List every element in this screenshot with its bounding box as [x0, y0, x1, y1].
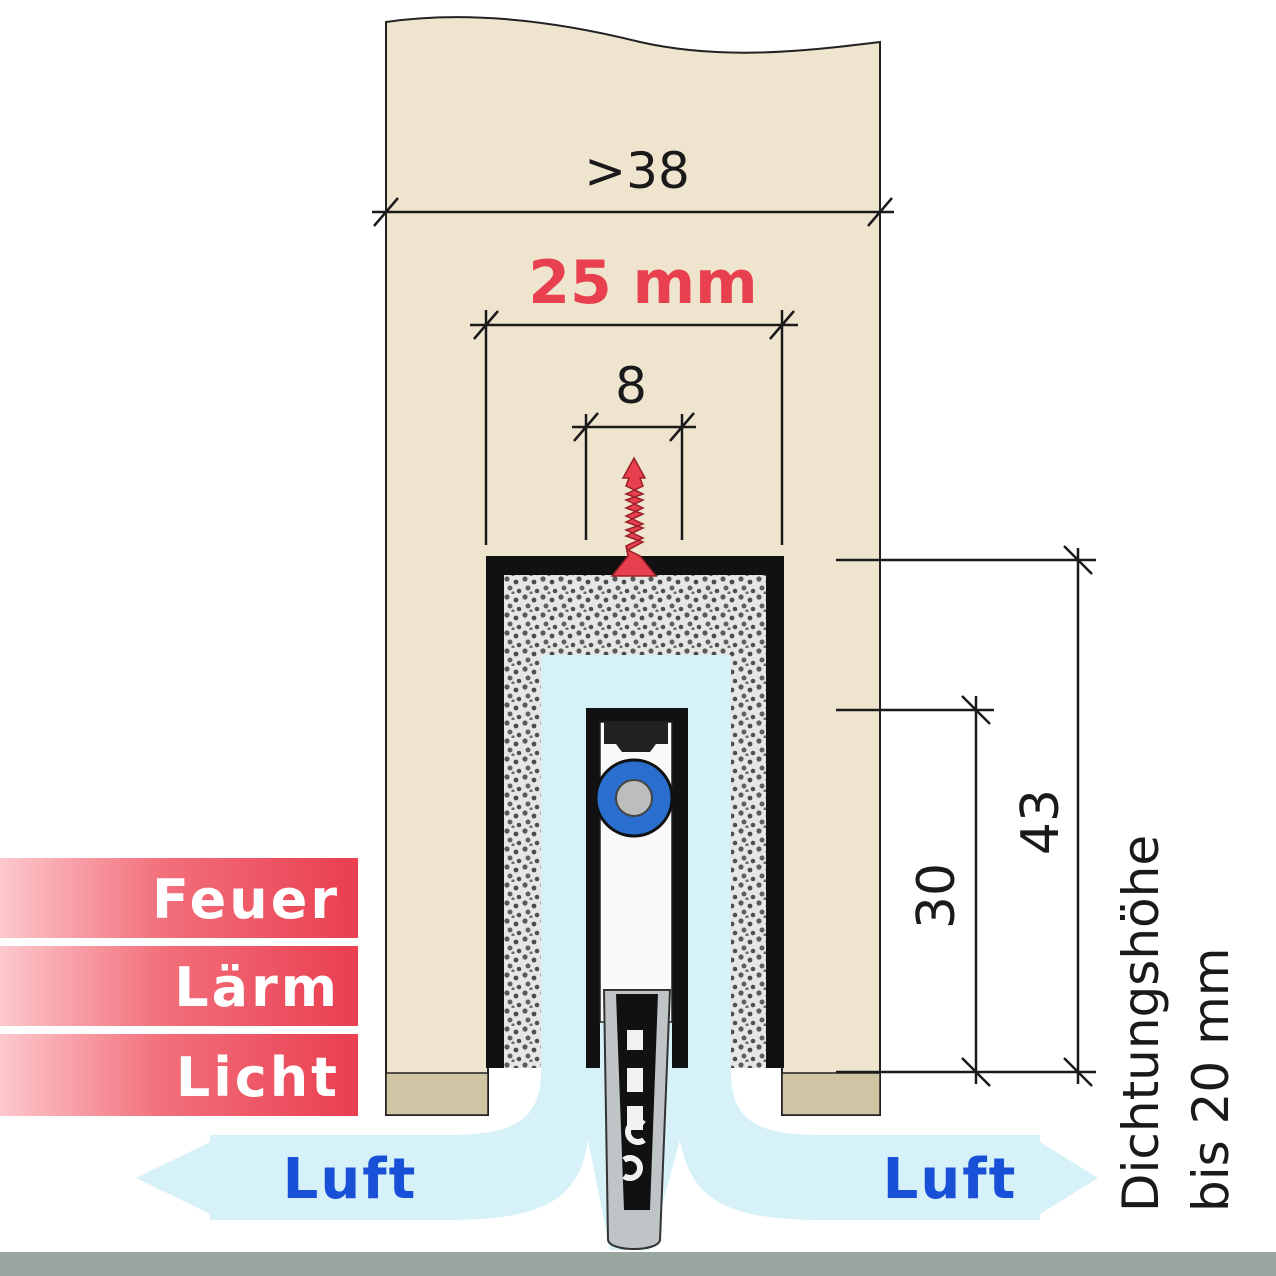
label-bg-laerm — [0, 946, 358, 1026]
seal-clip-1 — [625, 1119, 646, 1145]
label-feuer: Feuer — [152, 868, 340, 931]
dim-door-thickness: >38 — [584, 142, 690, 200]
dim-tick-screw-left — [573, 412, 599, 442]
dim-screw-spacing: 8 — [615, 357, 647, 415]
sealing-height-line2: bis 20 mm — [1182, 947, 1240, 1212]
door-edge-right — [781, 1072, 881, 1116]
seal-slot-2 — [627, 1068, 643, 1092]
dim-tick-43-bottom — [1063, 1057, 1093, 1087]
dim-tick-30-bottom — [961, 1057, 991, 1087]
mechanism-body — [586, 708, 688, 1068]
dim-groove-width: 25 mm — [528, 248, 757, 318]
dim-tick-groove-left — [473, 310, 499, 340]
label-bg-licht — [0, 1034, 358, 1116]
dim-tick-30-top — [961, 695, 991, 725]
dim-height-total: 43 — [1011, 789, 1071, 855]
seal-slot-1 — [627, 1030, 643, 1050]
mechanism-rail — [604, 722, 668, 752]
dim-height-inner: 30 — [907, 863, 967, 929]
dim-tick-43-top — [1063, 545, 1093, 575]
door-leaf — [385, 16, 881, 1116]
label-bg-feuer — [0, 858, 358, 938]
dim-tick-screw-right — [669, 412, 695, 442]
dim-tick-groove-right — [769, 310, 795, 340]
sealing-height-line1: Dichtungshöhe — [1112, 835, 1170, 1212]
bearing-pin — [615, 779, 653, 817]
dim-tick-door-right — [867, 197, 893, 227]
label-laerm: Lärm — [174, 956, 340, 1019]
screw-icon — [610, 456, 658, 577]
seal-clip-2 — [622, 1155, 643, 1181]
air-label-left: Luft — [283, 1147, 418, 1212]
door-edge-left — [385, 1072, 489, 1116]
floor — [0, 1252, 1276, 1276]
dim-tick-door-left — [373, 197, 399, 227]
air-label-right: Luft — [883, 1147, 1018, 1212]
label-licht: Licht — [176, 1046, 340, 1109]
